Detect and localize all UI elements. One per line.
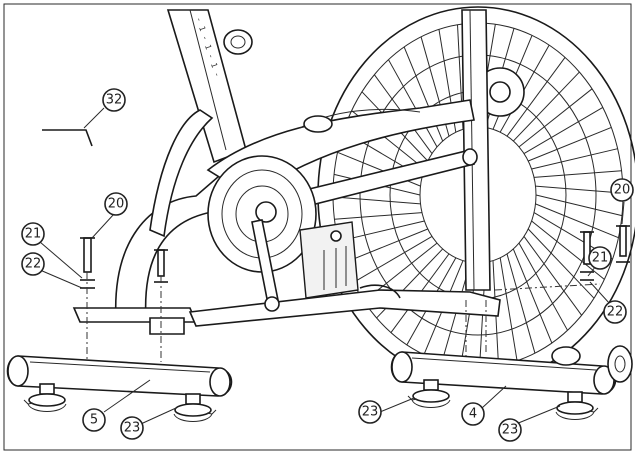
rear-stabilizer: [6, 355, 233, 397]
svg-text:21: 21: [592, 251, 609, 266]
fan-blade: [527, 228, 595, 299]
svg-text:22: 22: [607, 305, 624, 320]
callout-20-right: 20: [610, 178, 634, 202]
fan-blade: [352, 235, 433, 284]
svg-text:23: 23: [124, 421, 141, 436]
bolt-right-b: [619, 225, 627, 257]
svg-text:23: 23: [362, 405, 379, 420]
svg-text:21: 21: [25, 227, 42, 242]
callout-20-left: 20: [104, 192, 128, 216]
hardware-left: [80, 237, 168, 362]
bracket-plate: [299, 221, 359, 299]
callout-5: 5: [82, 408, 106, 432]
svg-text:5: 5: [90, 413, 98, 428]
callout-4: 4: [461, 402, 485, 426]
hardware-right: [465, 225, 630, 356]
transport-wheel-right: [607, 345, 633, 383]
callout-22-left: 22: [21, 252, 45, 276]
front-foot-right: [555, 391, 599, 420]
fan-blade: [518, 88, 593, 148]
callout-23-rear: 23: [120, 416, 144, 440]
callout-21-left: 21: [21, 222, 45, 246]
fan-blade: [506, 57, 566, 137]
allen-key: [42, 129, 93, 147]
fan-blade: [506, 253, 536, 354]
callout-22-right: 22: [603, 300, 627, 324]
fan-blade: [518, 242, 568, 331]
fan-blade: [332, 196, 421, 205]
fan-blade: [528, 126, 612, 162]
fan-blade: [535, 185, 624, 194]
bolt-left: [83, 237, 92, 273]
fan-blade: [523, 236, 583, 316]
fan-blade: [531, 148, 618, 170]
svg-text:20: 20: [108, 197, 125, 212]
fan-blade: [523, 106, 604, 155]
seat-knob: [223, 29, 253, 55]
rear-foot-left: [23, 383, 67, 412]
fan-blade: [512, 248, 553, 344]
callout-32: 32: [102, 88, 126, 112]
front-stabilizer: [390, 345, 633, 395]
fan-blade: [531, 220, 605, 280]
svg-text:4: 4: [469, 407, 477, 422]
svg-text:20: 20: [614, 183, 631, 198]
fan-blade: [334, 212, 423, 220]
svg-text:32: 32: [106, 93, 123, 108]
fan-blade: [344, 228, 428, 264]
transport-wheel-left: [551, 346, 581, 366]
callout-21-right: 21: [588, 246, 612, 270]
fan-blade: [533, 170, 622, 178]
fan-blade: [499, 44, 550, 133]
crank-assembly: [207, 155, 359, 312]
fan-blade: [499, 257, 518, 361]
svg-text:23: 23: [502, 423, 519, 438]
svg-text:22: 22: [25, 257, 42, 272]
callout-23-front-right: 23: [498, 418, 522, 442]
leader-lines: [39, 107, 625, 429]
fan-blade: [512, 71, 580, 142]
fan-blade: [535, 203, 619, 239]
fan-blade: [388, 59, 438, 148]
callout-23-front-left: 23: [358, 400, 382, 424]
frame-border: [3, 3, 632, 451]
fan-blade: [535, 194, 623, 217]
rear-foot-right: [173, 393, 217, 422]
